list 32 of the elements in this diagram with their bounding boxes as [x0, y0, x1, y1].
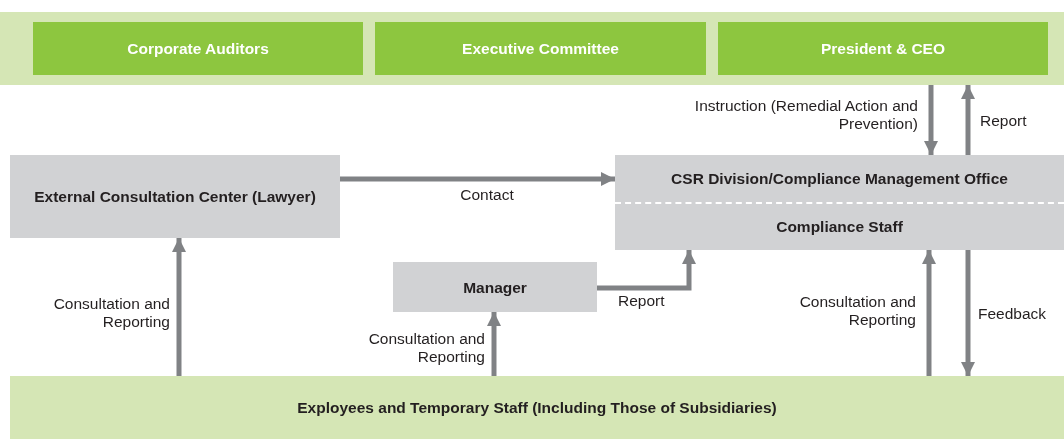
box-subtitle: Compliance Staff	[615, 201, 1064, 250]
arrow	[961, 85, 975, 155]
role-box	[718, 22, 1048, 75]
process-box	[393, 262, 597, 312]
process-box	[615, 155, 1064, 250]
edge-label: Feedback	[978, 305, 1047, 323]
header-band	[0, 12, 1064, 85]
box-title: External Consultation Center (Lawyer)	[33, 187, 317, 206]
role-box	[375, 22, 706, 75]
edge-label: Consultation and Reporting	[52, 295, 170, 331]
arrow	[922, 250, 936, 376]
footer-band	[10, 376, 1064, 439]
process-box	[10, 155, 340, 238]
box-title: Executive Committee	[461, 39, 620, 58]
edge-label: Consultation and Reporting	[367, 330, 485, 366]
box-title: Manager	[462, 277, 528, 297]
role-box	[33, 22, 363, 75]
arrow	[340, 172, 615, 186]
arrow	[172, 238, 186, 376]
edge-label: Report	[980, 112, 1027, 130]
arrow	[597, 250, 696, 291]
arrow	[924, 85, 938, 155]
edge-label: Consultation and Reporting	[798, 293, 916, 329]
arrow	[961, 250, 975, 376]
edge-label: Instruction (Remedial Action and Prevention)	[693, 97, 918, 133]
box-title: CSR Division/Compliance Management Office	[670, 168, 1009, 189]
box-title: President & CEO	[820, 39, 946, 58]
edge-label: Report	[618, 292, 665, 310]
edge-label: Contact	[459, 186, 515, 204]
box-title: Corporate Auditors	[126, 39, 270, 58]
box-title: Exployees and Temporary Staff (Including Those of Subsidiaries)	[296, 398, 778, 417]
arrow	[487, 312, 501, 376]
